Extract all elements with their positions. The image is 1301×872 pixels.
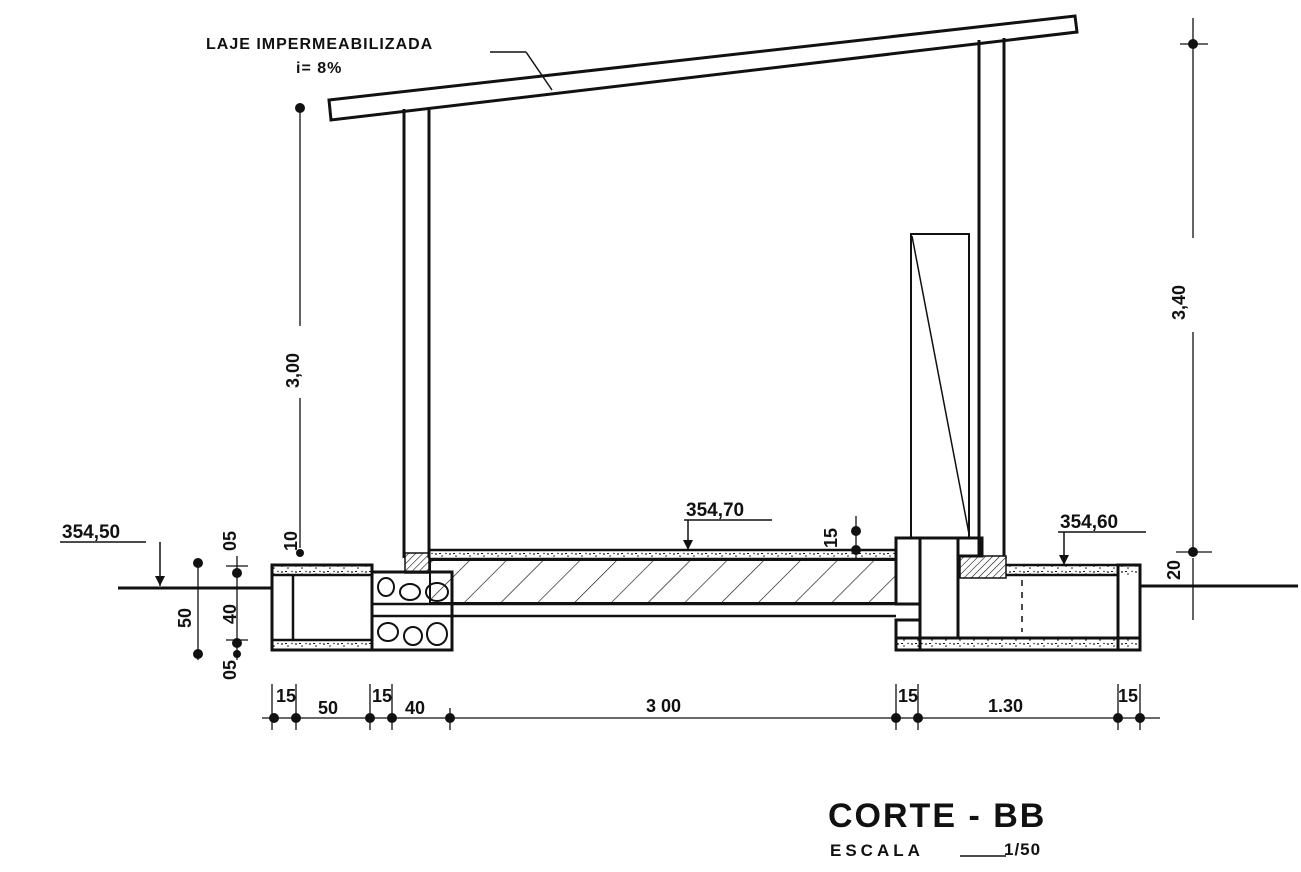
door-leaf <box>910 233 970 539</box>
dim-wall-a: 15 <box>276 686 296 706</box>
dim-floor-thickness: 15 <box>821 528 841 548</box>
dim-line-floor-thickness <box>851 516 861 560</box>
dim-span-b: 40 <box>405 698 425 718</box>
left-foundation <box>270 563 374 652</box>
level-marker-floor <box>683 519 772 550</box>
level-ground-label: 354,50 <box>62 522 120 543</box>
dim-span-a: 50 <box>318 698 338 718</box>
dim-left-height: 3,00 <box>283 353 303 388</box>
roof-note-leader <box>490 51 553 91</box>
level-floor-label: 354,70 <box>686 500 744 521</box>
dim-wall-d: 15 <box>1118 686 1138 706</box>
dim-wall-b: 15 <box>372 686 392 706</box>
level-marker-exterior <box>1058 531 1146 565</box>
level-marker-ground <box>60 541 165 586</box>
scale-label: ESCALA <box>830 841 924 860</box>
title-block: CORTE - BB ESCALA 1/50 <box>828 797 1046 860</box>
dim-line-foundation <box>193 549 304 660</box>
right-column <box>977 38 1006 556</box>
right-foundation <box>894 536 1142 652</box>
level-exterior-label: 354,60 <box>1060 512 1118 533</box>
dim-top-step: 10 <box>281 531 301 551</box>
dim-line-left-height <box>295 103 305 548</box>
roof-slope-label: i= 8% <box>296 60 342 77</box>
roof-note-label: LAJE IMPERMEABILIZADA <box>206 36 433 53</box>
left-column <box>402 107 431 558</box>
drawing-title: CORTE - BB <box>828 797 1046 835</box>
dim-right-height: 3,40 <box>1169 285 1189 320</box>
dim-span-c: 1.30 <box>988 696 1023 716</box>
dim-line-horizontal <box>262 684 1160 730</box>
ground-line <box>118 584 1298 590</box>
roof-slab <box>327 14 1079 122</box>
dim-bottom-finish: 05 <box>220 660 240 680</box>
floor-slab <box>372 548 897 618</box>
dim-right-step: 20 <box>1164 560 1184 580</box>
dim-wall-c: 15 <box>898 686 918 706</box>
dim-line-right-height <box>1176 18 1212 620</box>
dim-foundation-total: 50 <box>175 608 195 628</box>
scale-value: 1/50 <box>1004 840 1041 859</box>
dim-foundation-core: 40 <box>220 604 240 624</box>
dim-top-finish: 05 <box>220 531 240 551</box>
dim-main-span: 3 00 <box>646 696 681 716</box>
